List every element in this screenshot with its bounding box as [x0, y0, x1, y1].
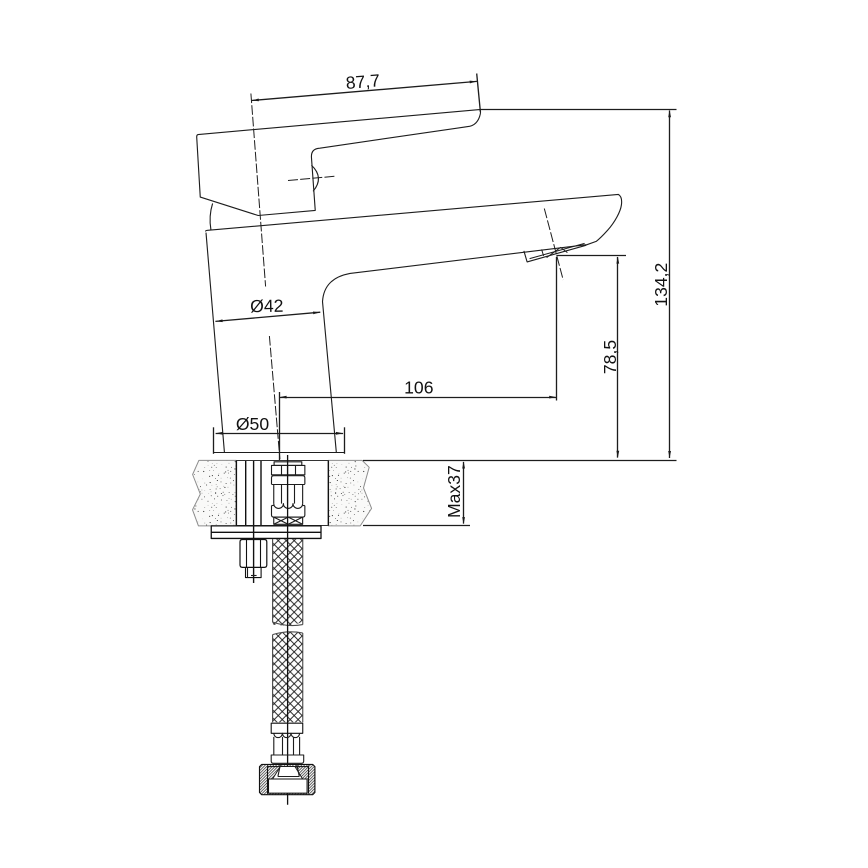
svg-text:78,5: 78,5	[600, 340, 620, 374]
svg-text:Ø50: Ø50	[236, 414, 269, 434]
svg-text:106: 106	[404, 377, 434, 397]
svg-text:Max37: Max37	[444, 465, 464, 518]
svg-text:Ø42: Ø42	[250, 296, 284, 317]
svg-text:87,7: 87,7	[345, 70, 381, 93]
svg-text:134,2: 134,2	[651, 263, 671, 307]
